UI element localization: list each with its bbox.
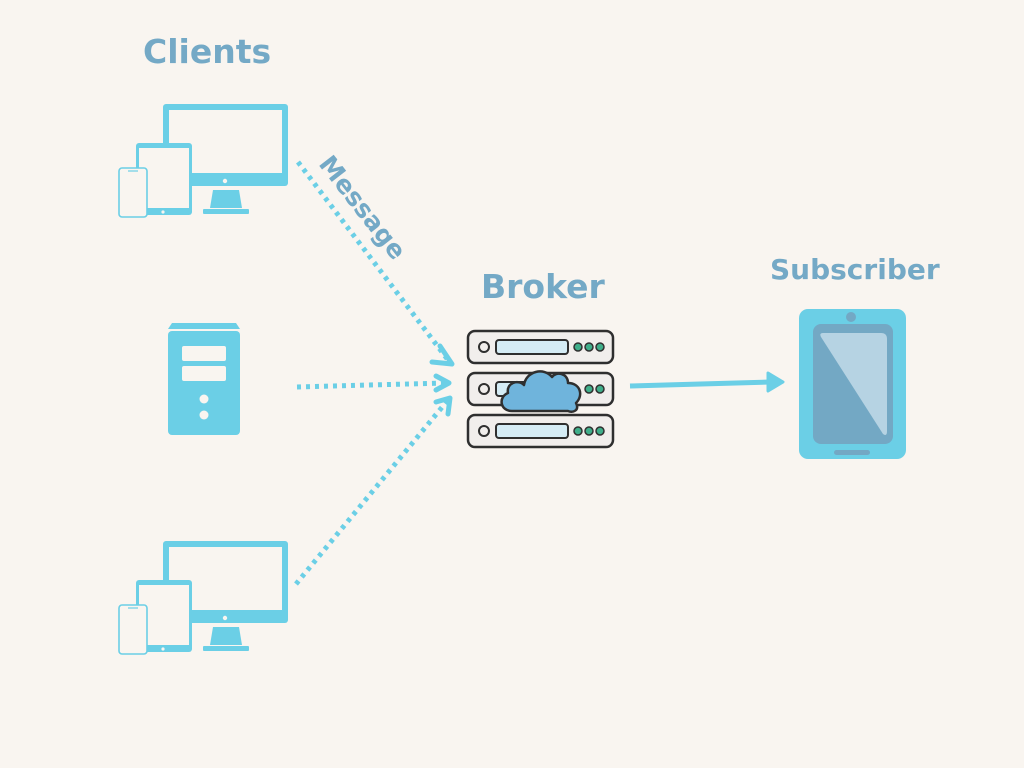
devices-icon [118, 541, 288, 655]
subscriber-phone-icon [799, 309, 906, 459]
arrowhead-icon [433, 373, 452, 393]
delivery-edge [629, 371, 785, 393]
arrowhead-icon [766, 371, 785, 393]
message-edge-2 [296, 373, 452, 393]
message-edge-3 [294, 395, 453, 586]
broker-title: Broker [481, 267, 605, 306]
message-edge-1 [296, 160, 455, 367]
rack-unit [466, 413, 615, 449]
clients-title: Clients [143, 32, 272, 71]
arrowhead-icon [433, 395, 453, 417]
rack-unit [466, 329, 615, 365]
broker-server-icon [466, 329, 615, 449]
cloud-icon [500, 370, 582, 413]
server-tower-icon [168, 323, 240, 435]
subscriber-title: Subscriber [770, 253, 940, 286]
arrowhead-icon [429, 343, 455, 367]
devices-icon [118, 104, 288, 218]
